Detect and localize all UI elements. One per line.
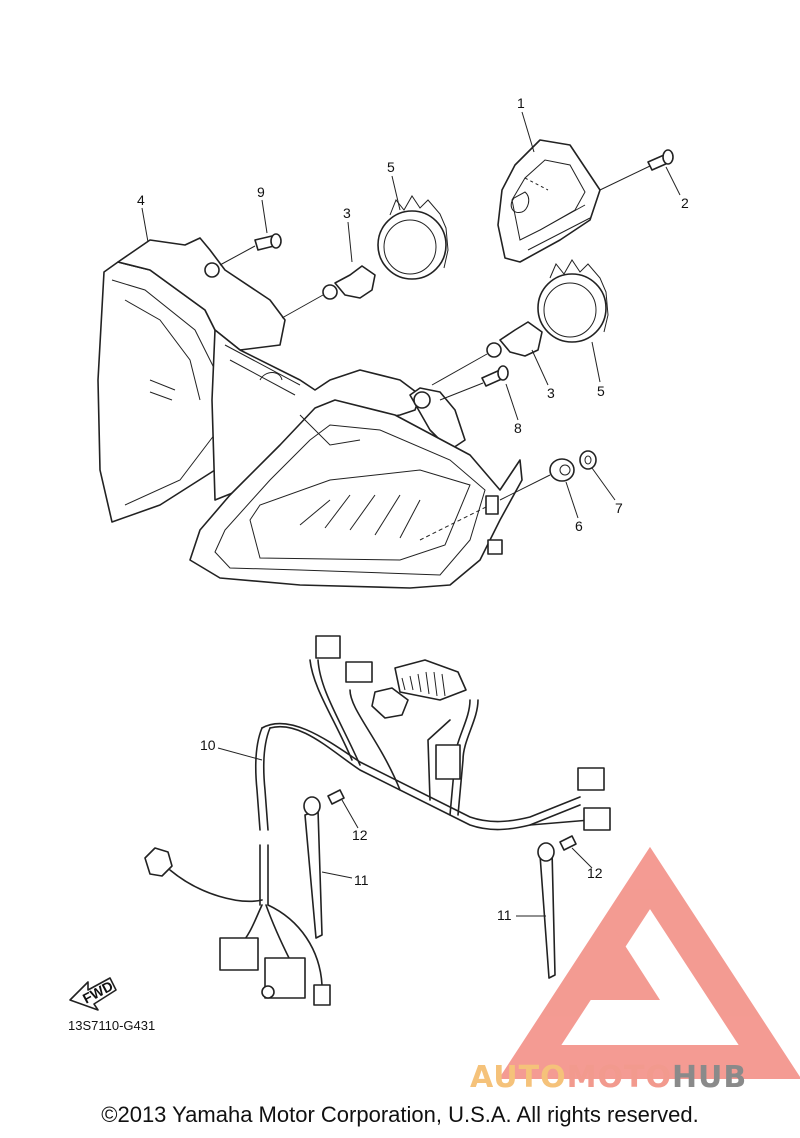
- label-part-5-upper: 5: [387, 159, 395, 175]
- label-part-12-right: 12: [587, 865, 603, 881]
- label-part-12-left: 12: [352, 827, 368, 843]
- drawing-code: 13S7110-G431: [68, 1018, 155, 1033]
- screw-part-9: [219, 233, 282, 266]
- headlight-assembly: [97, 237, 523, 589]
- label-part-7: 7: [615, 500, 623, 516]
- label-part-5-lower: 5: [597, 383, 605, 399]
- label-part-8: 8: [514, 420, 522, 436]
- label-part-1: 1: [517, 95, 525, 111]
- screw-part-12-left: [327, 789, 345, 805]
- leader-lines: [141, 111, 681, 917]
- label-part-11-left: 11: [354, 872, 369, 888]
- label-part-6: 6: [575, 518, 583, 534]
- nut-part-7: [579, 450, 597, 470]
- label-part-3-lower: 3: [547, 385, 555, 401]
- watermark-hub: HUB: [672, 1060, 747, 1095]
- label-part-2: 2: [681, 195, 689, 211]
- label-part-11-right: 11: [497, 907, 512, 923]
- bulb-socket-part-5-upper: [377, 195, 449, 280]
- bulb-part-3-upper: [281, 265, 376, 319]
- watermark-auto: AUTO: [470, 1060, 567, 1095]
- grommet-part-6: [499, 458, 575, 501]
- label-part-9: 9: [257, 184, 265, 200]
- cable-tie-part-11-right: [537, 842, 556, 979]
- watermark-moto: MOTO: [567, 1060, 672, 1095]
- screw-part-2: [599, 149, 674, 191]
- bulb-part-3-lower: [431, 321, 543, 386]
- label-part-4: 4: [137, 192, 145, 208]
- headlight-cover-part-1: [497, 139, 601, 263]
- screw-part-8: [439, 365, 509, 401]
- copyright-notice: ©2013 Yamaha Motor Corporation, U.S.A. A…: [101, 1102, 699, 1127]
- screw-part-12-right: [559, 835, 577, 851]
- label-part-10: 10: [200, 737, 216, 753]
- watermark-brand: AUTOMOTOHUB: [470, 1060, 747, 1095]
- bulb-socket-part-5-lower: [537, 259, 609, 343]
- watermark-logo-icon: [498, 846, 800, 1079]
- wire-harness-part-10: [144, 635, 611, 1006]
- label-part-3-upper: 3: [343, 205, 351, 221]
- fwd-arrow-icon: FWD: [69, 977, 117, 1011]
- cable-tie-part-11-left: [303, 796, 323, 939]
